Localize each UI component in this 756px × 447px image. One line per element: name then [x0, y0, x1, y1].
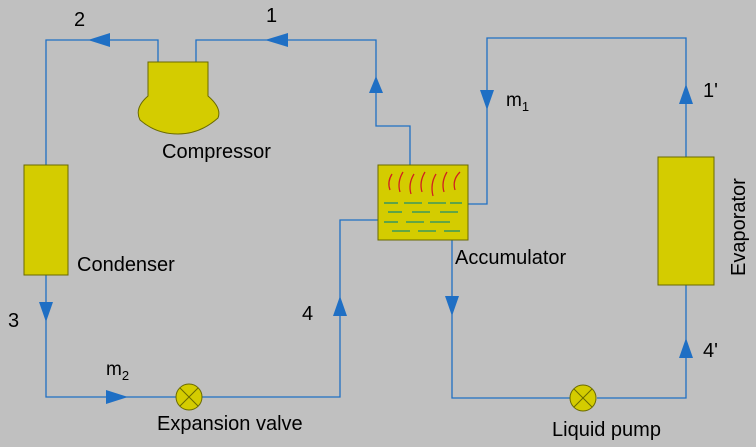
pipe-accumulator-to-liquid-pump — [451, 240, 570, 399]
state-point-1: 1 — [266, 5, 277, 27]
pipe-liquid-pump-to-evaporator — [597, 285, 687, 399]
arrow-down-m1-icon — [480, 90, 494, 110]
arrow-down-accumulator-liquid-icon — [445, 296, 459, 316]
arrow-left-1-icon — [265, 33, 288, 47]
pipe-compressor-to-condenser — [45, 39, 159, 165]
state-point-4: 4 — [302, 303, 313, 325]
liquid-level-lines — [384, 202, 462, 232]
compressor-body — [137, 61, 220, 135]
piping — [45, 37, 687, 399]
pipe-expansion-valve-to-accumulator — [202, 219, 378, 398]
pipe-evaporator-to-accumulator — [468, 37, 687, 205]
compressor — [137, 61, 220, 135]
flow-arrows — [39, 33, 693, 404]
accumulator — [377, 164, 469, 241]
arrow-up-accumulator-outlet-icon — [369, 76, 383, 93]
condenser-label: Condenser — [77, 254, 175, 276]
liquid-pump-label: Liquid pump — [552, 419, 661, 441]
mass-flow-m2: m2 — [106, 359, 129, 383]
mass-flow-m1: m1 — [506, 90, 529, 114]
arrow-right-m2-icon — [106, 390, 128, 404]
accumulator-label: Accumulator — [455, 247, 566, 269]
arrow-left-2-icon — [88, 33, 110, 47]
liquid-pump — [569, 384, 597, 412]
state-point-1-prime: 1' — [703, 80, 718, 102]
expansion-valve-label: Expansion valve — [157, 413, 303, 435]
state-point-2: 2 — [74, 9, 85, 31]
condenser — [23, 164, 69, 276]
vapor-bubbles — [388, 171, 461, 197]
arrow-down-3-icon — [39, 302, 53, 322]
compressor-label: Compressor — [162, 141, 271, 163]
state-point-3: 3 — [8, 310, 19, 332]
expansion-valve — [175, 383, 203, 411]
evaporator — [657, 156, 715, 286]
arrow-up-4prime-icon — [679, 338, 693, 358]
arrow-up-4-icon — [333, 296, 347, 316]
arrow-up-1prime-icon — [679, 84, 693, 104]
state-point-4-prime: 4' — [703, 340, 718, 362]
evaporator-label: Evaporator — [728, 178, 750, 276]
